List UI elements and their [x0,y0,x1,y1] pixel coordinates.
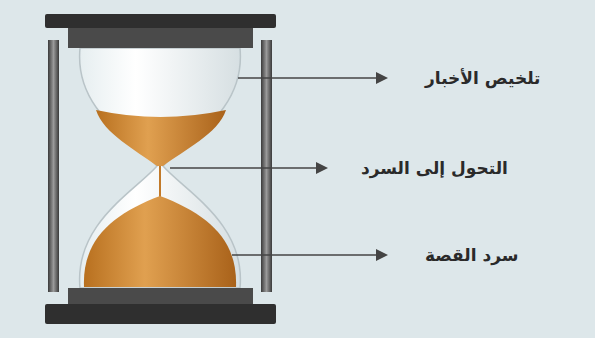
bottom-plate [45,304,276,324]
sand-stream [159,166,161,198]
step-label: سرد القصة [425,244,518,266]
bottom-sand [84,196,236,287]
top-plate [45,14,276,28]
leader-line [170,167,318,169]
leader-line [238,77,378,79]
hourglass-rod [48,40,59,292]
step-label: التحول إلى السرد [361,157,508,179]
top-plate [68,28,253,48]
leader-line [232,254,378,256]
bottom-plate [68,288,253,304]
top-sand [96,110,226,166]
arrow-head [316,162,328,174]
arrow-head [376,72,388,84]
step-label: تلخيص الأخبار [425,67,540,89]
arrow-head [376,249,388,261]
